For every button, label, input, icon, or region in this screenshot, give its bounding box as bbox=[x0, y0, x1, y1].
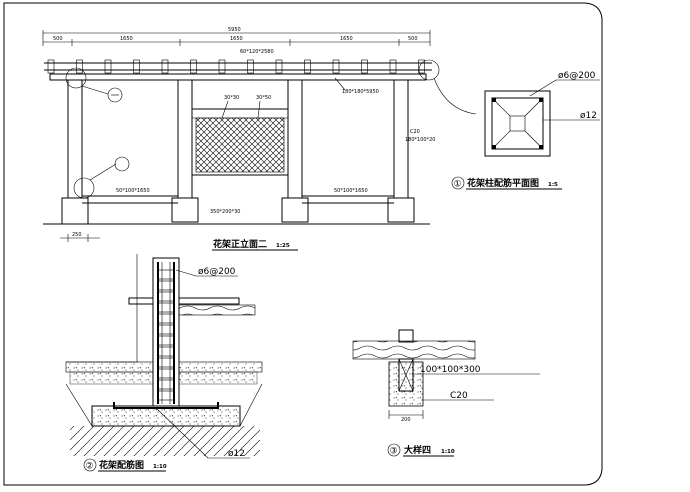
dim-bench-left: 50*100*1650 bbox=[116, 188, 150, 194]
detail-concrete-label: C20 bbox=[450, 391, 468, 401]
sheet-border bbox=[3, 2, 603, 486]
dim-bottom-left: 250 bbox=[72, 232, 82, 238]
elevation-scale: 1:25 bbox=[276, 243, 290, 249]
dim-bench-right: 50*100*1650 bbox=[334, 188, 368, 194]
dim-beam-main: 180*180*5950 bbox=[342, 89, 379, 95]
rafter-end bbox=[190, 59, 197, 74]
rafter-end bbox=[418, 59, 425, 74]
dim-seg-5: 500 bbox=[408, 36, 418, 42]
dim-base-beam: 350*200*30 bbox=[210, 209, 240, 215]
rafter-end bbox=[361, 59, 368, 74]
plan-stirrup-label: ø6@200 bbox=[558, 71, 596, 81]
stirrup bbox=[157, 346, 175, 357]
rafter-end bbox=[389, 59, 397, 74]
stirrup bbox=[157, 335, 175, 346]
detail-four-number: ③ bbox=[390, 447, 398, 457]
rafter-end bbox=[218, 59, 226, 74]
plan-detail-scale: 1:5 bbox=[548, 182, 558, 188]
plan-detail-number: ① bbox=[454, 180, 462, 190]
dim-panel-a: 30*30 bbox=[224, 95, 239, 101]
stirrup bbox=[157, 390, 175, 401]
dim-concrete: C20 bbox=[410, 129, 420, 135]
dim-seg-2: 1650 bbox=[120, 36, 133, 42]
plan-bar-label: ø12 bbox=[580, 111, 597, 121]
stirrup bbox=[157, 313, 175, 324]
rebar-bar-label: ø12 bbox=[228, 449, 245, 459]
rebar-detail-number: ② bbox=[86, 462, 94, 472]
stirrup bbox=[157, 302, 175, 313]
dim-right-beam: 180*100*20 bbox=[405, 137, 435, 143]
detail-four-title: 大样四 bbox=[404, 444, 431, 456]
rafter-end bbox=[332, 59, 340, 74]
stirrup bbox=[157, 379, 175, 390]
elevation-drawing: 5950 500 1650 1650 1650 500 60*120*2580 … bbox=[42, 27, 477, 251]
rafter-ends bbox=[47, 59, 425, 74]
detail-width-label: 200 bbox=[401, 417, 411, 423]
dim-panel-b: 30*50 bbox=[256, 95, 271, 101]
dim-seg-4: 1650 bbox=[340, 36, 353, 42]
dim-seg-3: 1650 bbox=[230, 36, 243, 42]
rebar-detail-title: 花架配筋图 bbox=[99, 459, 144, 471]
rafter-end bbox=[304, 59, 311, 74]
dim-beam-top: 60*120*2580 bbox=[240, 49, 274, 55]
rafter-end bbox=[133, 59, 140, 74]
rafter-end bbox=[76, 59, 83, 74]
rafter-end bbox=[104, 59, 112, 74]
detail-timber-label: 100*100*300 bbox=[420, 365, 481, 375]
stirrup bbox=[157, 291, 175, 302]
stirrup bbox=[157, 280, 175, 291]
rafter-end bbox=[47, 59, 55, 74]
stirrups bbox=[157, 269, 175, 401]
stirrup bbox=[157, 357, 175, 368]
detail-four: 100*100*300 C20 200 ③ 大样四 1:10 bbox=[352, 329, 540, 457]
stirrup bbox=[157, 324, 175, 335]
dim-seg-1: 500 bbox=[53, 36, 63, 42]
plan-detail-title: 花架柱配筋平面图 bbox=[467, 177, 539, 189]
stirrup bbox=[157, 269, 175, 280]
rafter-end bbox=[275, 59, 283, 74]
dim-total: 5950 bbox=[228, 27, 241, 33]
stirrup bbox=[157, 368, 175, 379]
rebar-detail: ø6@200 ø12 ② 花架配筋图 1:10 bbox=[65, 254, 263, 472]
detail-four-scale: 1:10 bbox=[441, 449, 455, 455]
elevation-title: 花架正立面二 bbox=[213, 238, 267, 250]
rebar-stirrup-label: ø6@200 bbox=[198, 267, 236, 277]
rafter-end bbox=[247, 59, 254, 74]
rafter-end bbox=[161, 59, 169, 74]
column-plan-detail: ø6@200 ø12 ① 花架柱配筋平面图 1:5 bbox=[451, 71, 600, 190]
rebar-detail-scale: 1:10 bbox=[153, 464, 167, 470]
